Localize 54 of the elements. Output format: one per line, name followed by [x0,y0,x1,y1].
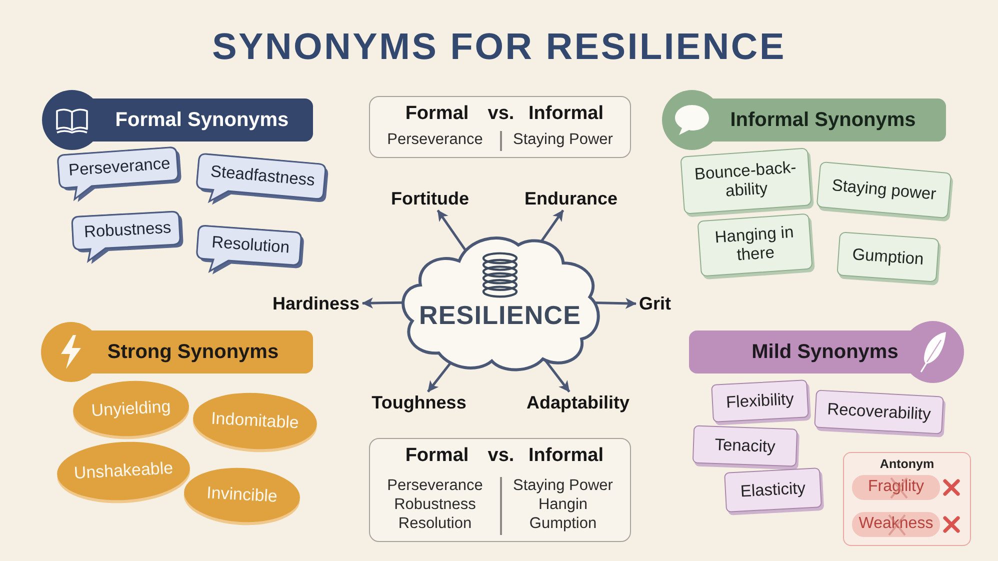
arrow [427,362,452,392]
antonym-pill: Weakness [852,512,940,537]
synonym-label: Toughness [368,392,470,414]
synonym-label: Grit [636,292,674,316]
central-term: RESILIENCE [418,300,582,330]
synonym-oval: Unyielding [72,378,190,439]
synonym-tag: Elasticity [724,468,822,512]
table-cell: Gumption [529,514,597,533]
column-heading: Informal [528,445,604,467]
synonym-oval: Invincible [182,465,302,525]
title: SYNONYMS FOR RESILIENCE [212,27,786,68]
speech-bubble: Perseverance [56,146,184,204]
column-heading: Formal [405,445,469,467]
table-cell: Staying Power [513,476,613,495]
antonym-panel [843,452,971,546]
synonym-label: Adaptability [524,392,632,414]
synonym-tag: Recoverability [814,390,944,434]
category-banner [662,90,946,150]
panel-heading: Antonym [880,457,934,472]
category-banner [41,322,313,382]
table-cell: Perseverance [387,130,483,149]
arrow [436,210,467,252]
synonym-card: Bounce-back-ability [680,148,812,214]
synonym-tag: Flexibility [711,380,809,422]
table-cell: Hangin [538,495,588,514]
versus-label: vs. [488,103,514,125]
banner-heading: Informal Synonyms [730,108,916,132]
synonym-label: Fortitude [388,188,472,210]
banner-heading: Mild Synonyms [752,340,898,364]
column-heading: Formal [405,103,469,125]
arrow [544,359,570,392]
versus-label: vs. [488,445,514,467]
antonym-pill: Fragility [852,475,940,500]
speech-bubble: Robustness [70,210,186,266]
synonym-card: Staying power [816,161,952,219]
table-cell: Staying Power [513,130,613,149]
synonym-label: Hardiness [269,292,363,316]
category-banner [42,90,313,150]
arrow [362,298,404,309]
table-cell: Robustness [394,495,476,514]
comparison-table [369,96,631,158]
arrow [594,298,637,309]
synonym-label: Endurance [521,188,621,210]
category-banner [689,321,964,383]
column-heading: Informal [528,103,604,125]
synonym-card: Gumption [836,232,940,282]
banner-heading: Formal Synonyms [115,108,289,132]
synonym-card: Hanging in there [697,213,813,277]
banner-heading: Strong Synonyms [107,340,279,364]
comparison-table [369,438,631,542]
arrow [540,210,564,242]
table-cell: Perseverance [387,476,483,495]
table-cell: Resolution [398,514,472,533]
synonym-tag: Tenacity [692,425,798,467]
